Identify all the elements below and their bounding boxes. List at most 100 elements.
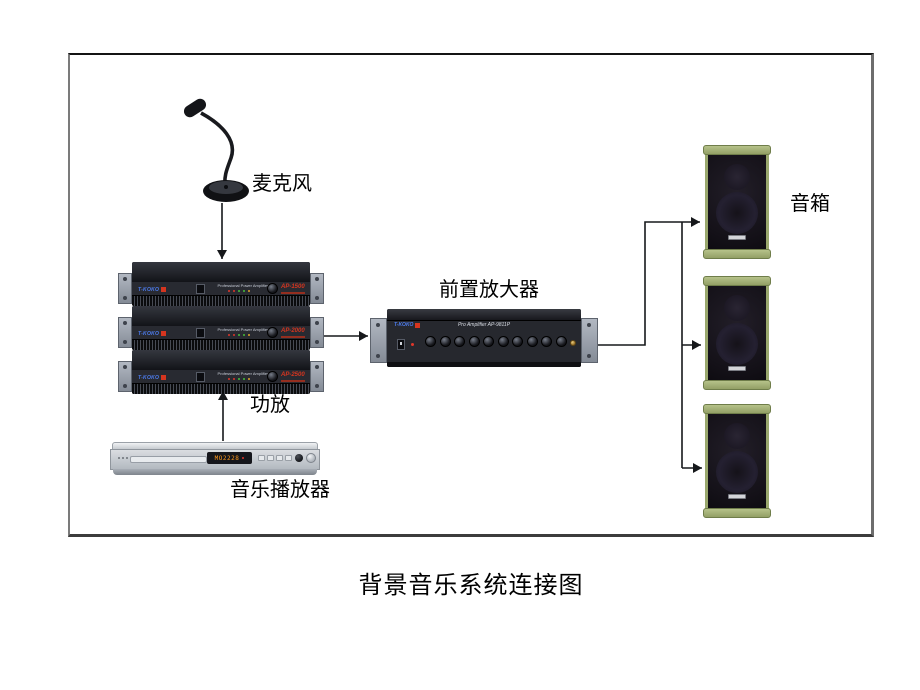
speaker-frame-top: [703, 276, 771, 286]
player-bottom-face: [113, 469, 317, 475]
mic-base-button: [224, 185, 228, 189]
label-power-amp: 功放: [250, 394, 290, 416]
brand-chip-icon: [415, 322, 421, 328]
label-music-player: 音乐播放器: [230, 479, 330, 501]
speaker-grille: [708, 283, 766, 383]
speaker-frame-rail: [765, 284, 769, 382]
speaker-frame-top: [703, 145, 771, 155]
speaker-frame-bottom: [703, 380, 771, 390]
power-led: [411, 343, 414, 346]
led-indicators: [228, 334, 250, 336]
speaker-frame-rail: [705, 412, 709, 510]
panel-title: Professional Power Amplifier: [217, 371, 269, 376]
brand-chip-icon: [161, 375, 167, 380]
vent-strip: [132, 295, 310, 306]
amp-body: T-KOKO Professional Power Amplifier AP-2…: [132, 306, 310, 350]
speaker-brand-label: [728, 366, 746, 371]
model-subtext-bar: [281, 336, 305, 338]
woofer: [716, 323, 758, 365]
speaker-frame-rail: [705, 153, 709, 251]
channel-knob: [454, 336, 466, 347]
model-subtext-bar: [281, 292, 305, 294]
speaker-brand-label: [728, 235, 746, 240]
amp-front-panel: T-KOKO Professional Power Amplifier AP-1…: [132, 282, 310, 296]
play-button: [295, 454, 303, 462]
panel-title: Professional Power Amplifier: [217, 283, 269, 288]
player-front-face: MO2228: [110, 449, 320, 470]
brand-chip-icon: [161, 287, 167, 292]
speaker-grille: [708, 152, 766, 252]
speaker-unit-2: [703, 276, 771, 390]
woofer: [716, 451, 758, 493]
power-button: [196, 284, 205, 294]
model-text: AP-1500: [281, 284, 305, 290]
model-subtext-bar: [281, 380, 305, 382]
label-speaker: 音箱: [790, 193, 830, 215]
channel-knob: [439, 336, 451, 347]
line-jack: [570, 340, 576, 346]
speaker-frame-rail: [765, 153, 769, 251]
speaker-frame-rail: [765, 412, 769, 510]
rack-ear: [118, 273, 132, 304]
volume-knob: [267, 371, 278, 382]
display-dot: [242, 457, 245, 459]
channel-knob: [497, 336, 509, 347]
preamp-body: Pro Amplifier AP-9811P T-KOKO: [387, 309, 581, 367]
speaker-unit-3: [703, 404, 771, 518]
preamp-panel-title: Pro Amplifier AP-9811P: [457, 322, 511, 328]
woofer: [716, 192, 758, 234]
amp-body: T-KOKO Professional Power Amplifier AP-1…: [132, 262, 310, 306]
speaker-frame-bottom: [703, 249, 771, 259]
player-indicator-dots: [118, 457, 128, 459]
amp-top-face: [132, 262, 310, 283]
amp-front-panel: T-KOKO Professional Power Amplifier AP-2…: [132, 370, 310, 384]
led-indicators: [228, 378, 250, 380]
preamp-top-face: [387, 309, 581, 321]
tweeter: [724, 295, 750, 321]
jog-knob: [306, 453, 316, 463]
channel-knob: [425, 336, 436, 347]
channel-knob: [526, 336, 538, 347]
mic-neck: [200, 111, 235, 188]
rack-ear: [310, 361, 324, 392]
rack-ear: [310, 273, 324, 304]
power-button: [196, 328, 205, 338]
rack-ear: [370, 318, 387, 363]
player-display: MO2228: [207, 452, 252, 464]
rack-ear: [118, 317, 132, 348]
channel-knob: [541, 336, 553, 347]
brand-chip-icon: [161, 331, 167, 336]
tweeter: [724, 423, 750, 449]
vent-strip: [132, 383, 310, 394]
channel-knob: [555, 336, 567, 347]
amplifier-unit-2: T-KOKO Professional Power Amplifier AP-2…: [118, 306, 324, 350]
tweeter: [724, 164, 750, 190]
speaker-brand-label: [728, 494, 746, 499]
speaker-frame-top: [703, 404, 771, 414]
rack-ear: [310, 317, 324, 348]
amp-front-panel: T-KOKO Professional Power Amplifier AP-2…: [132, 326, 310, 340]
mic-capsule: [183, 98, 207, 118]
volume-knob: [267, 283, 278, 294]
preamp-bottom-strip: [387, 362, 581, 367]
amp-body: T-KOKO Professional Power Amplifier AP-2…: [132, 350, 310, 394]
amplifier-unit-1: T-KOKO Professional Power Amplifier AP-1…: [118, 262, 324, 306]
amp-top-face: [132, 350, 310, 371]
rack-ear: [581, 318, 598, 363]
led-indicators: [228, 290, 250, 292]
speaker-frame-bottom: [703, 508, 771, 518]
display-text: MO2228: [214, 454, 240, 462]
music-player-unit: MO2228: [110, 442, 320, 477]
rack-ear: [118, 361, 132, 392]
model-text: AP-2000: [281, 328, 305, 334]
volume-knob: [267, 327, 278, 338]
speaker-unit-1: [703, 145, 771, 259]
channel-knob: [468, 336, 480, 347]
label-microphone: 麦克风: [252, 173, 312, 195]
amp-top-face: [132, 306, 310, 327]
amplifier-unit-3: T-KOKO Professional Power Amplifier AP-2…: [118, 350, 324, 394]
power-button: [196, 372, 205, 382]
channel-knob: [512, 336, 524, 347]
brand-logo: T-KOKO: [138, 330, 167, 337]
